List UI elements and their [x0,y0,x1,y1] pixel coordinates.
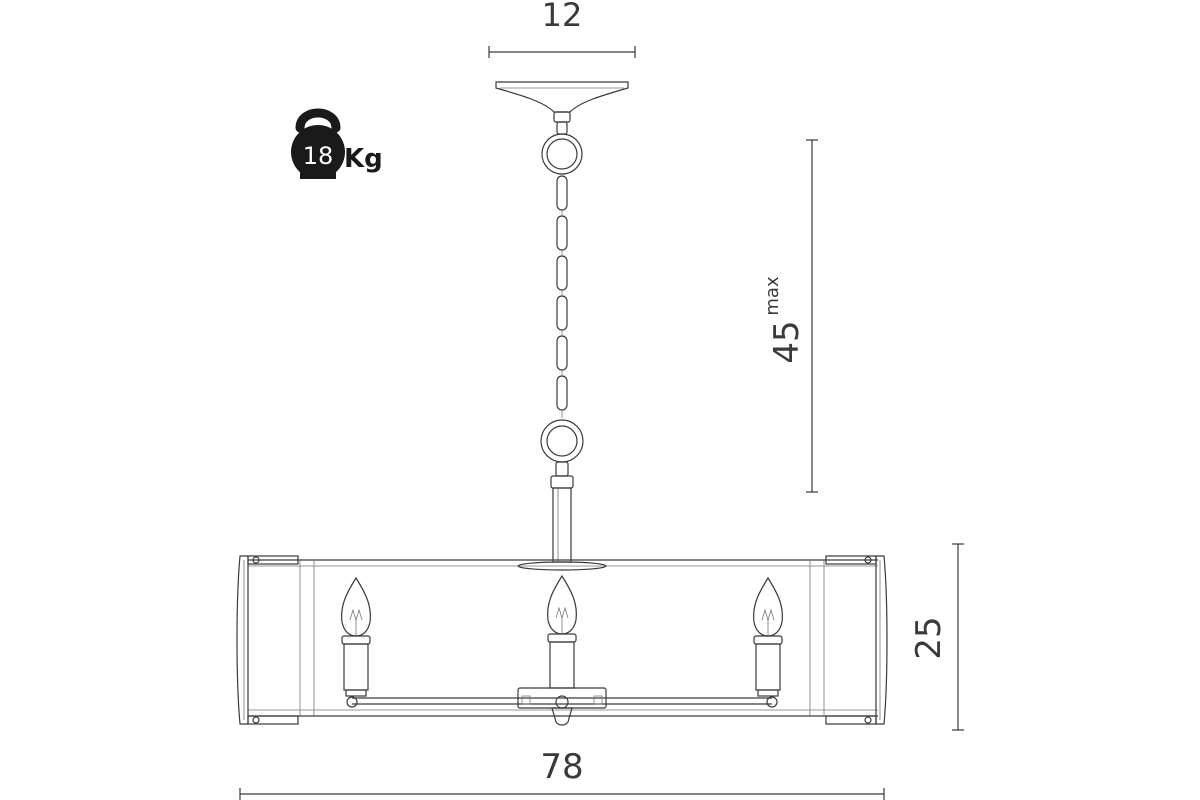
weight-badge: 18 Kg [291,108,383,179]
canopy [495,81,629,135]
canopy-width-label: 12 [542,0,583,34]
chain [556,175,568,418]
candle-left [341,576,371,708]
weight-value: 18 [303,142,334,170]
drop-height-dimension: 45 max [762,139,818,493]
lower-ring [540,419,584,463]
upper-ring [541,133,583,175]
body-height-label: 25 [909,616,949,659]
lamp-body [236,555,888,726]
center-rod [550,461,574,563]
body-width-dimension: 78 [239,747,885,800]
candle-center [547,574,577,689]
candle-right [753,576,783,708]
weight-unit: Kg [344,144,383,174]
body-height-dimension: 25 [909,543,964,731]
drop-height-label: 45 [767,320,807,363]
drop-height-suffix: max [762,276,783,316]
body-width-label: 78 [540,747,583,787]
kettlebell-icon [291,108,345,179]
canopy-width-dimension: 12 [488,0,636,58]
